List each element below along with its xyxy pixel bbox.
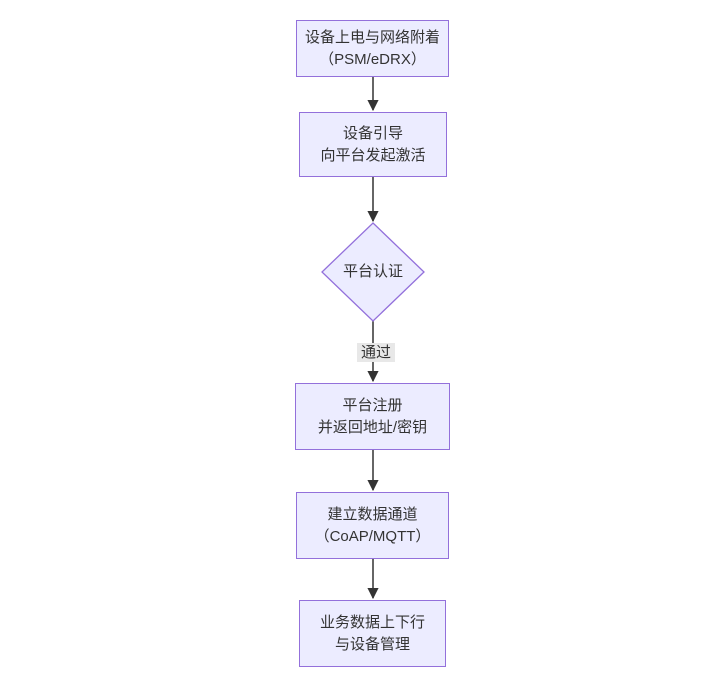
node-text-line: 业务数据上下行 (319, 613, 425, 631)
node-text-line: 设备上电与网络附着 (304, 28, 440, 46)
node-text-line: （CoAP/MQTT） (314, 527, 431, 545)
node-text-line: 设备引导 (342, 124, 403, 142)
node-text-line: 并返回地址/密钥 (317, 418, 428, 436)
node-text-line: 向平台发起激活 (320, 146, 426, 164)
flow-node-business-data-mgmt: 业务数据上下行 与设备管理 (299, 600, 446, 667)
node-text-line: 与设备管理 (334, 635, 410, 653)
flow-node-data-channel: 建立数据通道 （CoAP/MQTT） (296, 492, 449, 559)
flow-node-platform-register: 平台注册 并返回地址/密钥 (295, 383, 450, 450)
flow-node-platform-auth-label: 平台认证 (342, 263, 403, 280)
edge-label-pass: 通过 (357, 343, 396, 362)
node-text-line: 建立数据通道 (327, 505, 418, 523)
node-text-line: （PSM/eDRX） (319, 50, 426, 68)
node-text-line: 平台注册 (342, 396, 403, 414)
flow-node-bootstrap-activate: 设备引导 向平台发起激活 (299, 112, 447, 177)
flow-node-power-network-attach: 设备上电与网络附着 （PSM/eDRX） (296, 20, 449, 77)
